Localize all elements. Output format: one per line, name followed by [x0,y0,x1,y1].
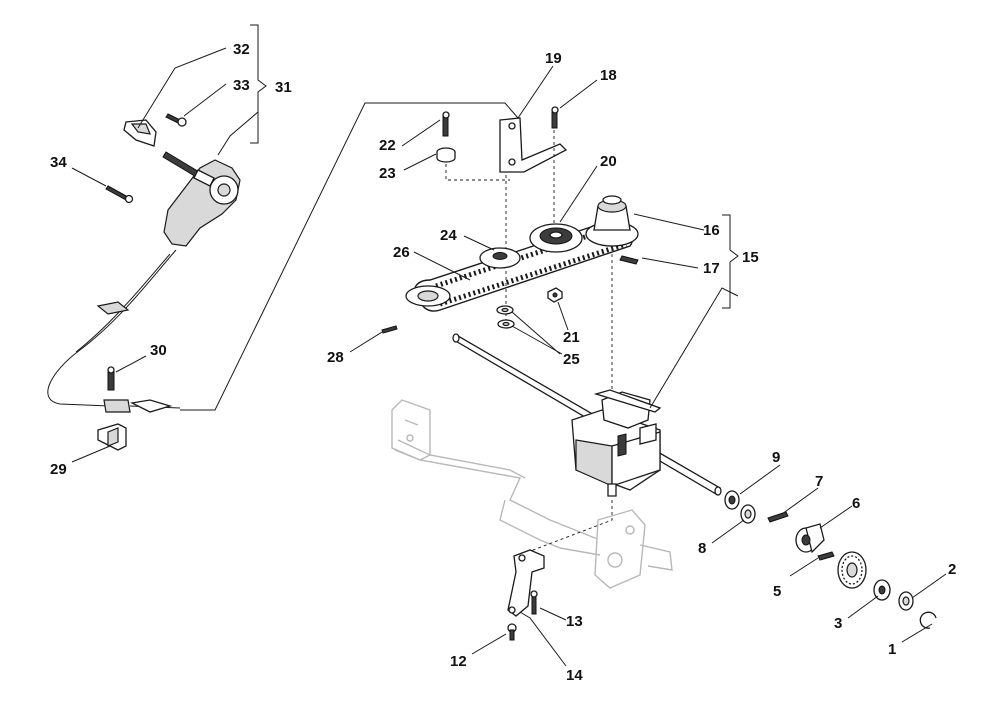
callout-21: 21 [563,329,580,346]
idler-bracket [499,117,568,173]
idler-pulley-26 [405,285,451,307]
callout-34: 34 [50,154,67,171]
callout-18: 18 [600,67,617,84]
cable-clip [123,119,157,147]
spacer-23 [436,147,456,163]
callout-12: 12 [450,653,467,670]
gearbox-bracket-14 [507,549,545,617]
pulley-24 [479,247,521,269]
pulley-20 [529,223,583,253]
bushing-3 [873,579,891,601]
callout-23: 23 [379,165,396,182]
group-bracket-31 [250,24,267,144]
callout-31: 31 [275,79,292,96]
cable-reference-line [180,102,519,411]
callout-2: 2 [948,561,956,578]
nut-21 [547,287,563,303]
washer-2 [898,591,914,611]
callout-24: 24 [440,227,457,244]
pin-28 [381,325,398,334]
callout-32: 32 [233,41,250,58]
screw-12 [507,623,517,641]
wheel-gear-4 [837,551,867,589]
callout-9: 9 [772,449,780,466]
key-17 [619,255,639,265]
callout-19: 19 [545,50,562,67]
control-lever-assembly [162,151,241,247]
screw-22 [442,111,450,137]
callout-15: 15 [742,249,759,266]
gearbox-housing [571,389,662,497]
group-bracket-15 [722,214,739,309]
key-5 [817,551,835,561]
cable-bracket [97,423,127,451]
leader-lines [71,47,947,667]
ghost-frame [391,399,673,589]
screw-18 [551,106,559,129]
callout-labels: 32 33 31 34 30 29 19 18 22 23 20 16 15 1… [50,41,956,684]
callout-20: 20 [600,153,617,170]
washer-9 [724,490,740,510]
bolt-34 [105,185,134,204]
callout-17: 17 [703,260,720,277]
callout-25: 25 [563,351,580,368]
clip-screw [165,113,187,127]
callout-6: 6 [852,495,860,512]
callout-28: 28 [327,349,344,366]
callout-1: 1 [888,641,896,658]
callout-5: 5 [773,583,781,600]
alignment-line [519,500,613,556]
bolt-13 [530,590,538,615]
callout-33: 33 [233,77,250,94]
callout-8: 8 [698,540,706,557]
drive-cable [47,249,181,413]
callout-26: 26 [393,244,410,261]
gearbox-pulley-16 [585,195,639,247]
washer-8 [740,504,756,524]
pin-7 [767,511,789,523]
callout-13: 13 [566,613,583,630]
callout-30: 30 [150,342,167,359]
screw-30 [107,366,115,391]
callout-16: 16 [703,222,720,239]
bushing-6 [795,523,825,554]
callout-22: 22 [379,137,396,154]
callout-7: 7 [815,473,823,490]
callout-29: 29 [50,461,67,478]
callout-3: 3 [834,615,842,632]
washers-25 [496,305,515,329]
callout-14: 14 [566,667,583,684]
